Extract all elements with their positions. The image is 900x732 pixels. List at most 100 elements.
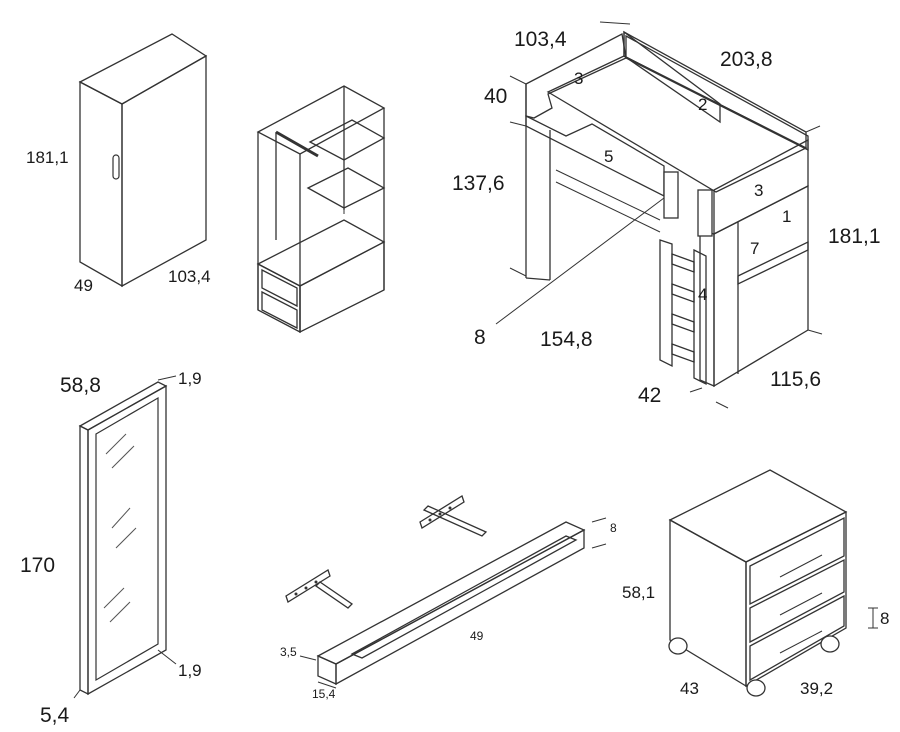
mirror-frame-border xyxy=(87,384,167,696)
bed-ladder-width-label: 42 xyxy=(638,384,661,407)
bed-cabinet-shelf xyxy=(737,240,809,286)
bed-desk-edge xyxy=(555,169,661,221)
drawer-handle-3-edge xyxy=(779,630,823,654)
mirror-reflection xyxy=(103,433,137,623)
part-label: 7 xyxy=(750,239,759,258)
dim-tick-cabinet xyxy=(807,329,823,335)
wardrobe-height-label: 181,1 xyxy=(26,148,69,167)
mirror-glass xyxy=(95,396,159,682)
ladder-step-3 xyxy=(671,313,695,333)
mirror-depth-label: 5,4 xyxy=(40,704,70,727)
bed-depth-label: 103,4 xyxy=(514,28,567,51)
ladder-grab-right xyxy=(697,189,713,237)
shelf-tick-lip xyxy=(299,655,317,661)
mirror-top-thickness-label: 1,9 xyxy=(178,369,202,388)
part-label: 4 xyxy=(698,285,707,304)
interior-top xyxy=(256,85,386,155)
drawer-handle-3 xyxy=(777,631,825,659)
mirror-frame-face xyxy=(79,424,89,696)
wardrobe-width-label: 103,4 xyxy=(168,267,211,286)
bed-cabinet-width-label: 115,6 xyxy=(770,368,821,391)
ladder-grab-left xyxy=(663,171,679,219)
mirror-height-label: 170 xyxy=(20,554,55,577)
bed-cabinet-side xyxy=(713,184,809,388)
part-label: 8 xyxy=(474,326,486,349)
dim-tick-floor xyxy=(509,267,527,277)
part-label: 3 xyxy=(574,69,583,88)
dim-tick-rail-bottom xyxy=(509,121,527,127)
drawer-front-3 xyxy=(749,594,845,682)
part-label: 2 xyxy=(698,95,707,114)
drawer-box-side xyxy=(299,240,385,334)
floating-shelf: 49 8 3,5 15,4 xyxy=(280,495,617,701)
shelf-tick-top xyxy=(591,517,607,523)
shelf-depth-label: 15,4 xyxy=(312,687,336,701)
drawer-unit-casters xyxy=(668,635,840,697)
bed-front-rail-5 xyxy=(525,114,665,198)
part-label: 3 xyxy=(754,181,763,200)
bed-rail-label: 40 xyxy=(484,85,507,108)
bed-desk-edge-2 xyxy=(555,181,661,233)
shelf-front xyxy=(317,654,337,686)
bed-desk-label: 154,8 xyxy=(540,328,593,351)
bed-height-label: 137,6 xyxy=(452,172,505,195)
dim-tick-cabinet-front xyxy=(715,401,729,409)
drawer-handle-1 xyxy=(777,555,825,583)
mirror-width-label: 58,8 xyxy=(60,374,101,397)
hanging-rail xyxy=(275,130,319,158)
wardrobe-top xyxy=(78,33,208,105)
bed-length-label: 203,8 xyxy=(720,48,773,71)
dim-tick-right xyxy=(805,125,821,133)
bed-leader-line xyxy=(495,197,665,325)
shelf-lip xyxy=(350,535,578,659)
wardrobe-side xyxy=(121,54,207,288)
dim-tick-rail-top xyxy=(509,75,527,85)
mirror: 58,8 1,9 170 1,9 5,4 xyxy=(20,369,202,727)
drawer-height-label: 8 xyxy=(880,609,889,628)
bed-long-panel xyxy=(625,34,809,152)
shelf-bracket-1 xyxy=(285,569,354,609)
mirror-bottom-thickness-label: 1,9 xyxy=(178,661,202,680)
ladder-step-1 xyxy=(671,253,695,273)
drawer-box-front xyxy=(257,262,301,334)
part-label: 5 xyxy=(604,147,613,166)
bed-total-height-label: 181,1 xyxy=(828,225,881,248)
shelf-length-label: 49 xyxy=(470,629,484,643)
drawer-unit-depth-label: 39,2 xyxy=(800,679,833,698)
shelf-side xyxy=(335,528,585,686)
wardrobe: 181,1 49 103,4 xyxy=(26,33,211,295)
drawer-unit-width-label: 43 xyxy=(680,679,699,698)
wardrobe-handle xyxy=(112,154,120,180)
interior-shelf-1 xyxy=(308,119,386,161)
mirror-tick-top xyxy=(157,375,177,381)
shelf-tick-bottom xyxy=(591,543,607,549)
mirror-tick-depth xyxy=(73,689,81,699)
shelf-tick-depth xyxy=(317,681,337,689)
loft-bed: 103,4 203,8 40 137,6 181,1 154,8 42 115,… xyxy=(452,21,881,409)
mirror-tick-bottom xyxy=(157,649,177,665)
ladder-rail-right xyxy=(693,248,707,386)
drawer-handle-2-edge xyxy=(779,592,823,616)
drawer-front-2 xyxy=(749,558,845,644)
drawer-unit-top xyxy=(668,469,848,563)
wardrobe-depth-label: 49 xyxy=(74,276,93,295)
shelf-height-label: 8 xyxy=(610,521,617,535)
dim-tick-top xyxy=(599,21,631,25)
open-wardrobe-interior xyxy=(256,85,386,334)
ladder-step-4 xyxy=(671,343,695,363)
shelf-bracket-2 xyxy=(419,495,488,537)
drawer-box-top xyxy=(256,219,386,287)
bed-ladder xyxy=(659,171,713,386)
drawer-handle-1-edge xyxy=(779,554,823,578)
wardrobe-front xyxy=(79,80,123,288)
shelf-lip-label: 3,5 xyxy=(280,645,297,659)
drawer-unit-side xyxy=(669,518,747,688)
drawer-unit-front xyxy=(745,510,847,688)
dim-tick-ladder xyxy=(689,387,703,393)
ladder-step-2 xyxy=(671,283,695,303)
bed-mattress xyxy=(546,55,808,193)
bed-post-foot xyxy=(525,277,551,281)
drawer-2 xyxy=(261,290,298,330)
ladder-rail-left xyxy=(659,239,673,368)
